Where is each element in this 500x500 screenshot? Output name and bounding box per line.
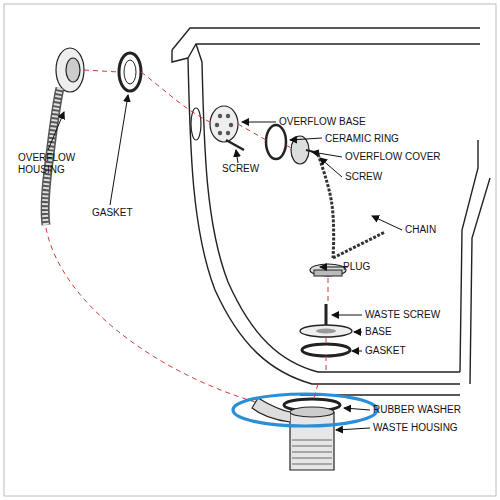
plug-body bbox=[314, 270, 342, 276]
plug-part bbox=[310, 264, 346, 276]
frame bbox=[4, 4, 496, 496]
part-label: OVERFLOW COVER bbox=[345, 151, 455, 163]
part-label: SCREW bbox=[345, 171, 395, 183]
overflow-housing-part bbox=[45, 48, 84, 225]
overflow-base-disc bbox=[210, 106, 238, 142]
part-label: GASKET bbox=[92, 207, 152, 219]
leader-arrows bbox=[48, 95, 402, 430]
highlight-ellipse bbox=[233, 394, 377, 426]
part-label: RUBBER WASHER bbox=[373, 404, 483, 416]
base-hole bbox=[316, 329, 336, 334]
ceramic-ring-part bbox=[266, 125, 286, 159]
bathtub-shell bbox=[172, 28, 490, 395]
screw-part bbox=[226, 140, 244, 150]
chain-part-2 bbox=[333, 232, 385, 258]
part-label: WASTE SCREW bbox=[365, 309, 465, 321]
part-label: OVERFLOW BASE bbox=[279, 116, 379, 128]
overflow-hole bbox=[191, 108, 201, 140]
gasket-ring bbox=[119, 53, 141, 91]
part-label: CHAIN bbox=[405, 224, 465, 236]
gasket-ring-inner bbox=[124, 60, 136, 84]
chain-part bbox=[318, 154, 334, 258]
base-part bbox=[300, 325, 352, 337]
part-label: SCREW bbox=[222, 163, 272, 175]
gasket-part bbox=[302, 344, 350, 356]
part-label: BASE bbox=[365, 326, 425, 338]
part-label: OVERFLOW HOUSING bbox=[18, 152, 88, 176]
part-label: WASTE HOUSING bbox=[373, 422, 483, 434]
part-label: GASKET bbox=[365, 345, 425, 357]
waste-housing-part bbox=[252, 398, 334, 470]
part-label: CERAMIC RING bbox=[325, 133, 425, 145]
part-label: PLUG bbox=[343, 261, 393, 273]
